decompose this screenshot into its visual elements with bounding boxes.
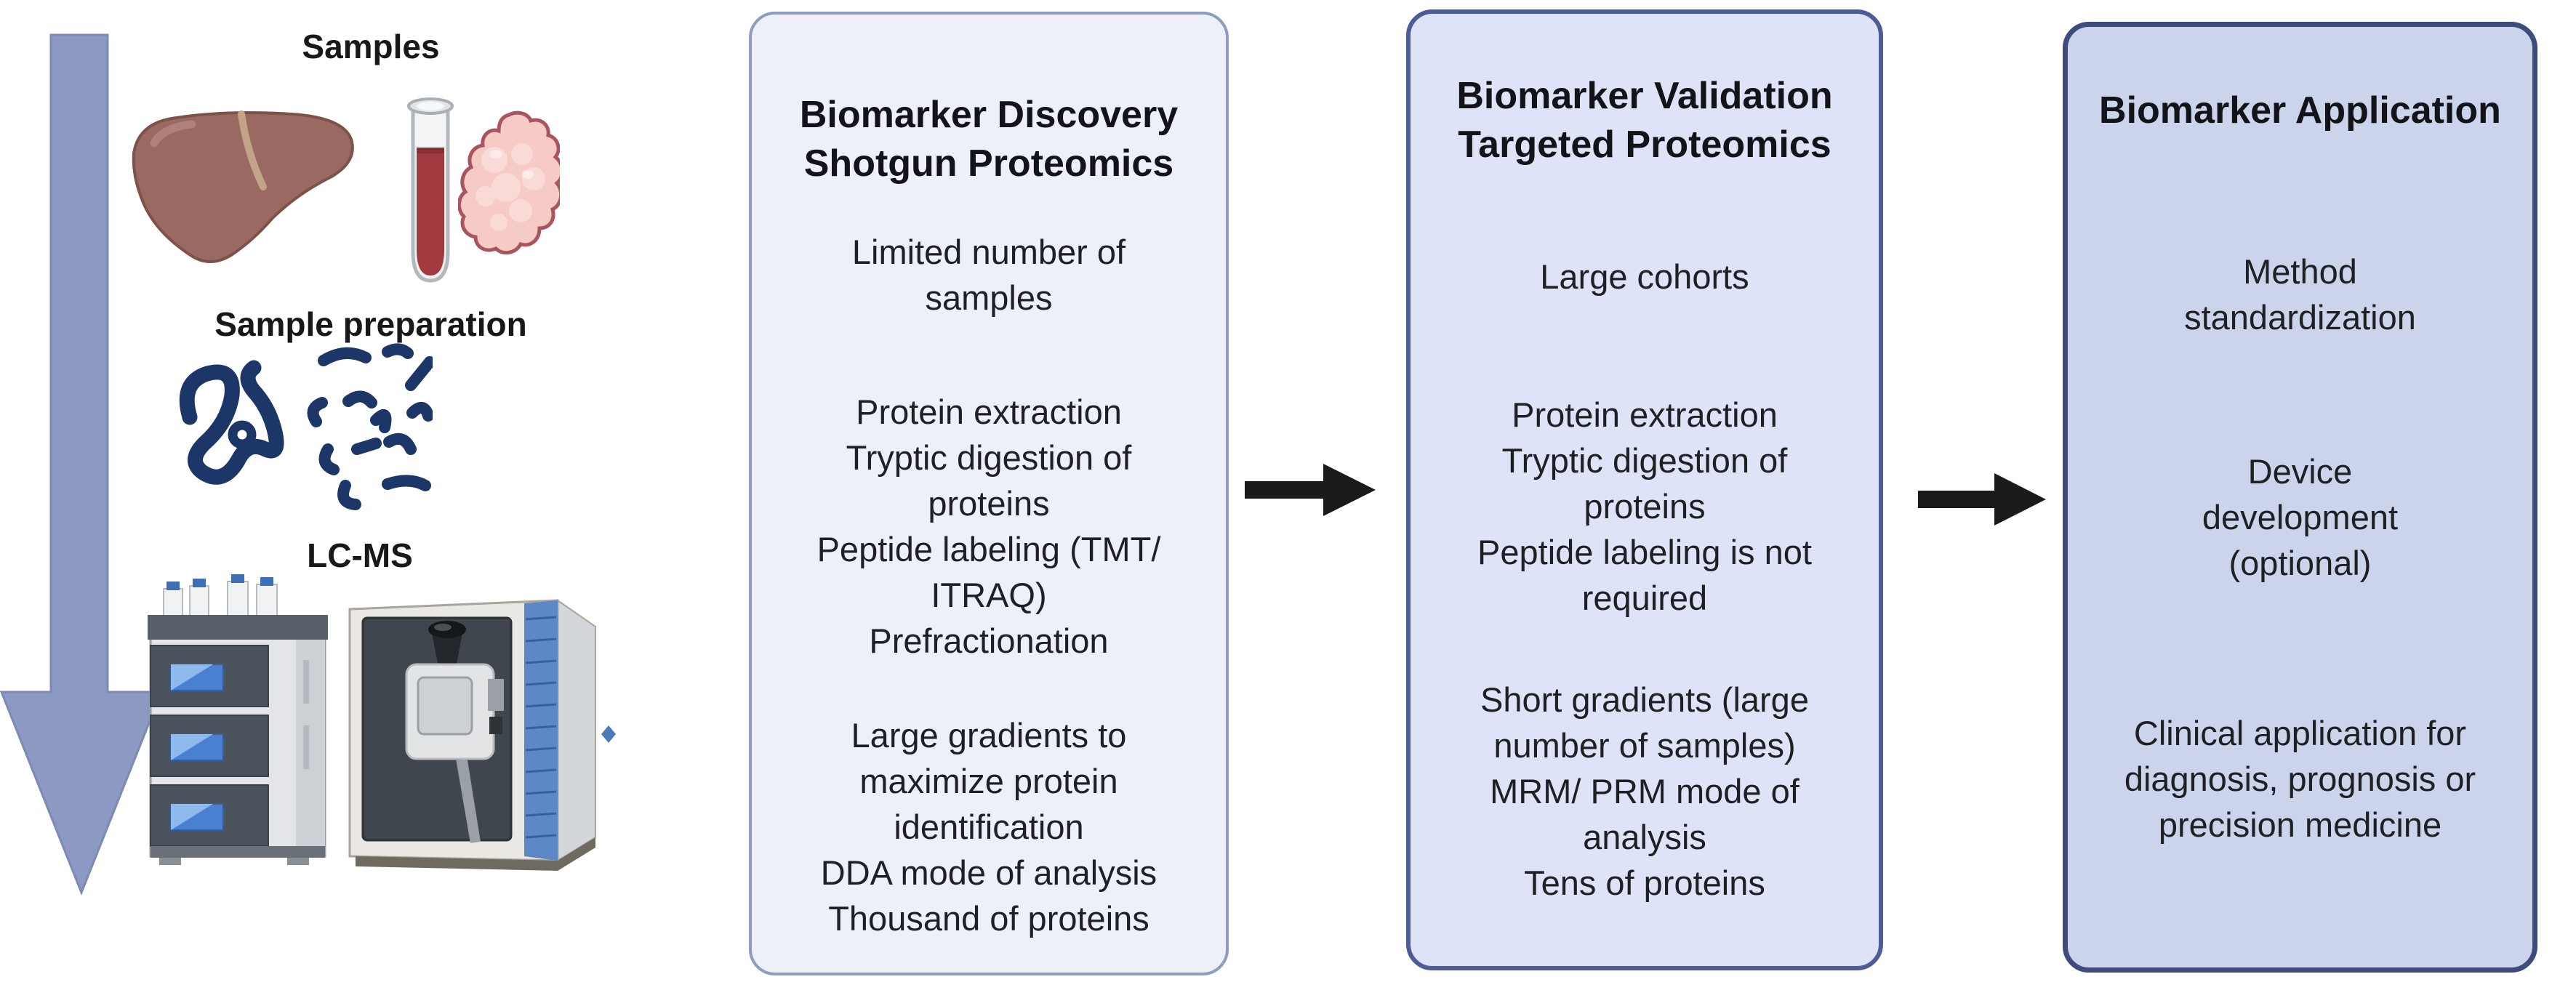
step-label-lc-ms: LC-MS: [307, 536, 413, 574]
blood-tube-icon: [407, 97, 454, 283]
panel-discovery-item-preparation: Protein extraction Tryptic digestion of …: [816, 393, 1161, 660]
liver-icon: [132, 110, 354, 263]
step-label-samples: Samples: [302, 28, 440, 65]
arrow-validation-to-application-icon: [1918, 473, 2046, 526]
tissue-icon: [458, 110, 560, 255]
arrow-discovery-to-validation-icon: [1245, 464, 1376, 516]
mass-spectrometer-icon: [348, 599, 616, 871]
panel-biomarker-discovery: Biomarker Discovery Shotgun Proteomics L…: [749, 12, 1229, 975]
folded-protein-icon: [179, 360, 284, 485]
panel-validation-item-preparation: Protein extraction Tryptic digestion of …: [1477, 395, 1812, 617]
panel-discovery-item-analysis: Large gradients to maximize protein iden…: [820, 716, 1157, 938]
panel-validation-item-cohorts: Large cohorts: [1540, 257, 1749, 296]
step-label-sample-preparation: Sample preparation: [214, 305, 527, 343]
panel-application-title: Biomarker Application: [2099, 89, 2501, 132]
panel-validation-title: Biomarker Validation Targeted Proteomics: [1456, 75, 1833, 166]
panel-validation-item-analysis: Short gradients (large number of samples…: [1480, 680, 1809, 902]
panel-biomarker-application: Biomarker Application Method standardiza…: [2063, 22, 2537, 973]
panel-application-item-device: Device development (optional): [2202, 452, 2399, 582]
panel-application-item-clinical: Clinical application for diagnosis, prog…: [2124, 714, 2476, 844]
panel-discovery-title: Biomarker Discovery Shotgun Proteomics: [799, 94, 1179, 185]
panel-application-item-standardization: Method standardization: [2184, 252, 2416, 337]
workflow-down-arrow-icon: [0, 33, 163, 896]
hplc-instrument-icon: [148, 574, 328, 865]
peptide-fragments-icon: [307, 343, 433, 510]
panel-biomarker-validation: Biomarker Validation Targeted Proteomics…: [1406, 9, 1883, 970]
panel-discovery-item-samples: Limited number of samples: [851, 233, 1126, 317]
